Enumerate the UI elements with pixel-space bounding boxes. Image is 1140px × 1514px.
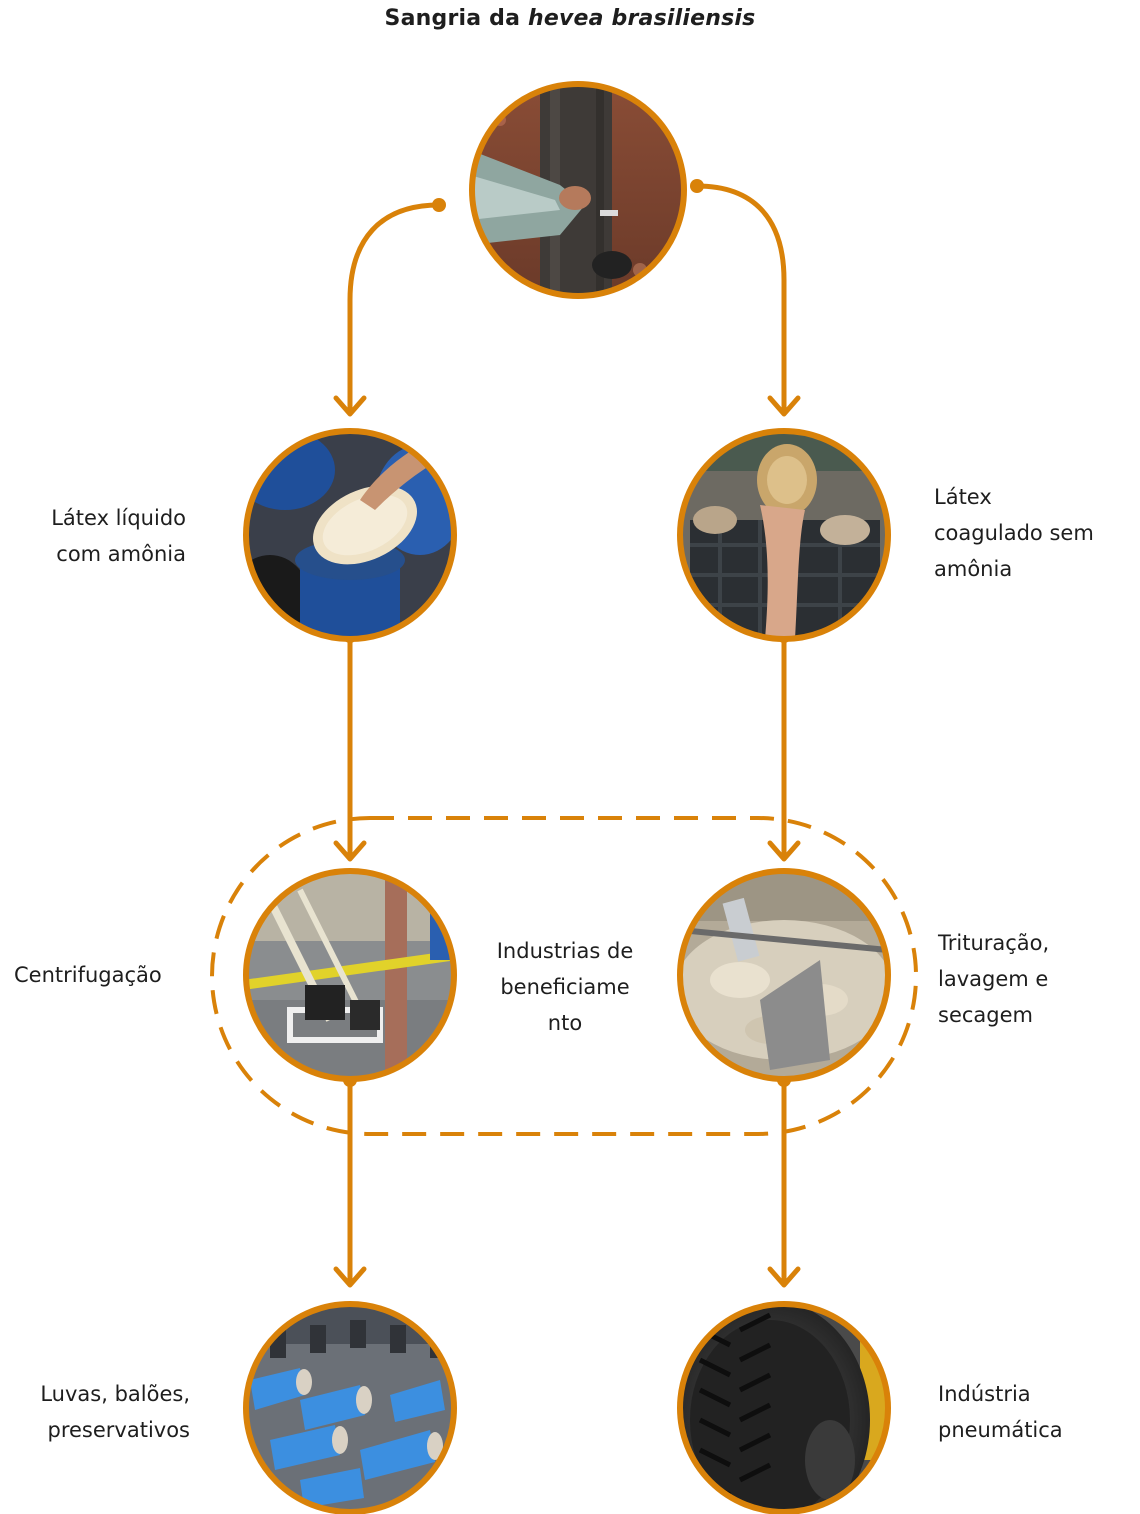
coagulated-latex-label: Látex coagulado sem amônia (934, 479, 1134, 587)
crushing-label: Trituração, lavagem e secagem (938, 925, 1128, 1033)
gloves-photo (243, 1301, 457, 1514)
liquid-latex-label: Látex líquido com amônia (20, 500, 186, 572)
connector-arrows (333, 183, 801, 1288)
industries-label: Industrias de beneficiame nto (470, 933, 660, 1041)
centrifuge-photo (243, 868, 457, 1082)
diagram-title: Sangria da hevea brasiliensis (384, 6, 756, 31)
label-line: Látex líquido (51, 506, 186, 530)
title-species: hevea brasiliensis (528, 6, 756, 31)
gloves-label: Luvas, balões, preservativos (10, 1376, 190, 1448)
label-line: secagem (938, 1003, 1033, 1027)
label-line: com amônia (56, 542, 186, 566)
coagulated-latex-photo (677, 428, 891, 642)
tire-photo (677, 1301, 891, 1514)
tires-label: Indústria pneumática (938, 1376, 1128, 1448)
label-line: amônia (934, 557, 1013, 581)
label-line: pneumática (938, 1418, 1063, 1442)
label-line: Luvas, balões, (40, 1382, 190, 1406)
label-line: beneficiame (500, 975, 630, 999)
label-line: Industrias de (496, 939, 634, 963)
label-line: preservativos (47, 1418, 191, 1442)
liquid-latex-photo (243, 428, 457, 642)
processing-zone-outline (210, 816, 918, 1136)
label-line: lavagem e (938, 967, 1049, 991)
tapping-photo (469, 81, 687, 299)
centrifugation-label: Centrifugação (14, 963, 162, 987)
label-line: Indústria (938, 1382, 1031, 1406)
label-line: coagulado sem (934, 521, 1094, 545)
crushing-photo (677, 868, 891, 1082)
label-line: Látex (934, 485, 992, 509)
label-line: Trituração, (938, 931, 1050, 955)
label-line: nto (547, 1011, 583, 1035)
